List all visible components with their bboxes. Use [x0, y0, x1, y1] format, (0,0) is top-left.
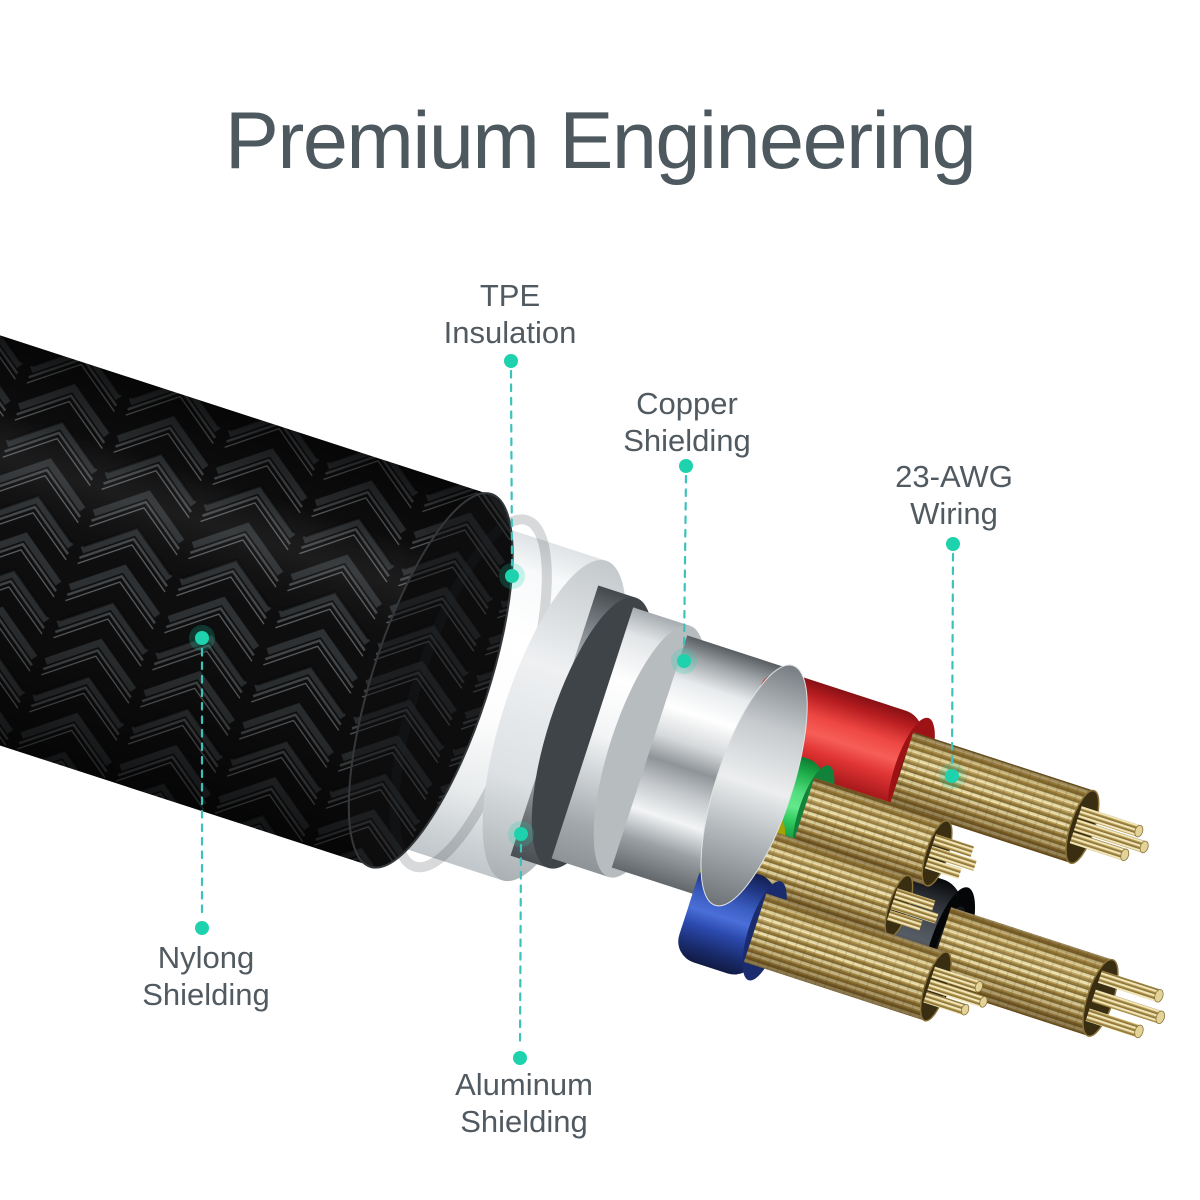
nylon-braid: [0, 318, 491, 866]
callout-leader-nylon: [189, 625, 215, 935]
wire-blue: [678, 862, 988, 1022]
callout-line: Aluminum: [455, 1067, 593, 1102]
leader-line: [682, 474, 688, 652]
callout-label-awg: 23-AWG Wiring: [895, 458, 1013, 532]
callout-leader-copper: [671, 459, 697, 674]
callout-label-copper: Copper Shielding: [623, 385, 751, 459]
callout-label-nylon: Nylong Shielding: [142, 939, 270, 1013]
callout-line: Shielding: [142, 977, 270, 1012]
callout-leader-aluminum: [508, 821, 534, 1065]
callout-label-tpe: TPE Insulation: [444, 277, 577, 351]
copper-strands-black: [926, 907, 1166, 1039]
anchor-dot: [505, 569, 519, 583]
callout-line: Insulation: [443, 315, 577, 350]
callout-line: TPE: [479, 278, 541, 313]
label-dot: [513, 1051, 527, 1065]
leader-line: [950, 552, 955, 767]
copper-shield-layer: [611, 635, 792, 902]
callout-line: Shielding: [623, 423, 751, 458]
copper-strands-blue: [744, 893, 988, 1022]
label-dot: [946, 537, 960, 551]
leader-line: [518, 843, 523, 1049]
callout-leader-tpe: [499, 354, 525, 589]
callout-label-aluminum: Aluminum Shielding: [455, 1066, 593, 1140]
page-title: Premium Engineering: [224, 96, 977, 186]
callout-line: Shielding: [460, 1104, 588, 1139]
copper-strands-red: [889, 732, 1149, 864]
callout-line: Wiring: [910, 496, 998, 531]
anchor-dot: [514, 827, 528, 841]
copper-strands-green: [793, 777, 977, 887]
callout-line: Copper: [636, 386, 738, 421]
callout-line: Nylong: [157, 940, 255, 975]
cable-group: [0, 318, 1166, 1039]
nylon-braid-cut-face: [347, 492, 552, 873]
callout-leader-awg: [939, 537, 965, 789]
label-dot: [504, 354, 518, 368]
label-dot: [679, 459, 693, 473]
copper-strands-yellow: [746, 829, 939, 938]
label-dot: [195, 921, 209, 935]
callout-line: 23-AWG: [895, 459, 1013, 494]
anchor-dot: [945, 769, 959, 783]
anchor-dot: [677, 654, 691, 668]
copper-shield-cut-face: [700, 664, 808, 907]
anchor-dot: [195, 631, 209, 645]
leader-line: [509, 369, 514, 567]
